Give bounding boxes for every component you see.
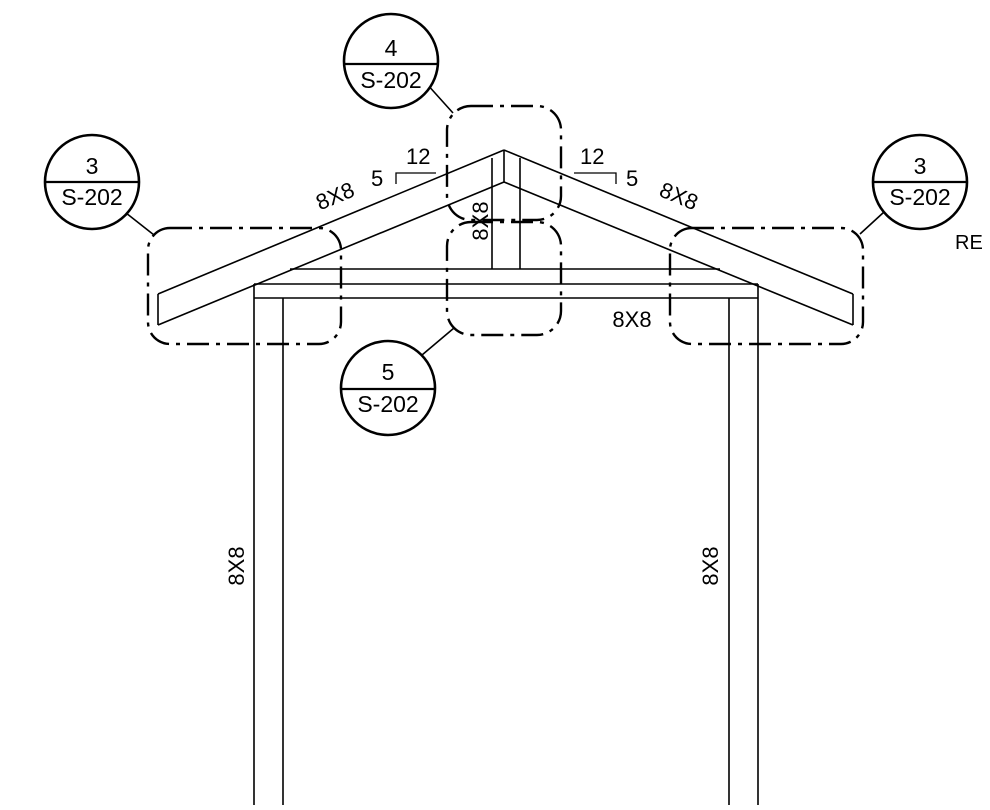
beam-callout-leader (421, 327, 455, 356)
right-post-label: 8X8 (698, 546, 723, 585)
king-post-detail-boundary (445, 220, 563, 337)
right-eave-callout-leader (859, 211, 885, 235)
right-rafter (503, 149, 854, 326)
left-eave-callout-leader (125, 212, 155, 236)
right-post (728, 298, 759, 805)
king-post (491, 158, 521, 269)
slope-left-run: 12 (406, 144, 430, 169)
ridge-callout-sheet: S-202 (360, 67, 421, 93)
slope-left-rise: 5 (371, 166, 383, 191)
left-eave-detail-boundary (146, 226, 343, 346)
ridge-callout-number: 4 (385, 35, 398, 61)
left-rafter-label: 8X8 (312, 177, 358, 215)
slope-indicator-left: 12 5 (371, 144, 436, 191)
left-post (253, 298, 284, 805)
tie-beam (253, 283, 759, 299)
right-rafter-label: 8X8 (656, 177, 702, 215)
slope-right-run: 12 (580, 144, 604, 169)
beam-callout-number: 5 (382, 359, 395, 385)
slope-right-rise: 5 (626, 166, 638, 191)
right-eave-callout-number: 3 (914, 153, 927, 179)
king-post-label: 8X8 (468, 201, 493, 240)
ridge-section-callout[interactable]: 4 S-202 (342, 12, 440, 110)
beam-section-callout[interactable]: 5 S-202 (339, 339, 437, 437)
right-eave-detail-boundary (668, 226, 865, 346)
beam-callout-sheet: S-202 (357, 391, 418, 417)
right-eave-section-callout[interactable]: 3 S-202 (871, 133, 969, 231)
tie-beam-label: 8X8 (612, 307, 651, 332)
left-eave-section-callout[interactable]: 3 S-202 (43, 133, 141, 231)
left-post-label: 8X8 (224, 546, 249, 585)
right-eave-callout-sheet: S-202 (889, 184, 950, 210)
left-eave-callout-number: 3 (86, 153, 99, 179)
slope-indicator-right: 12 5 (574, 144, 638, 191)
ridge-detail-boundary (445, 104, 563, 222)
left-eave-callout-sheet: S-202 (61, 184, 122, 210)
cut-off-label: RE (955, 232, 983, 254)
